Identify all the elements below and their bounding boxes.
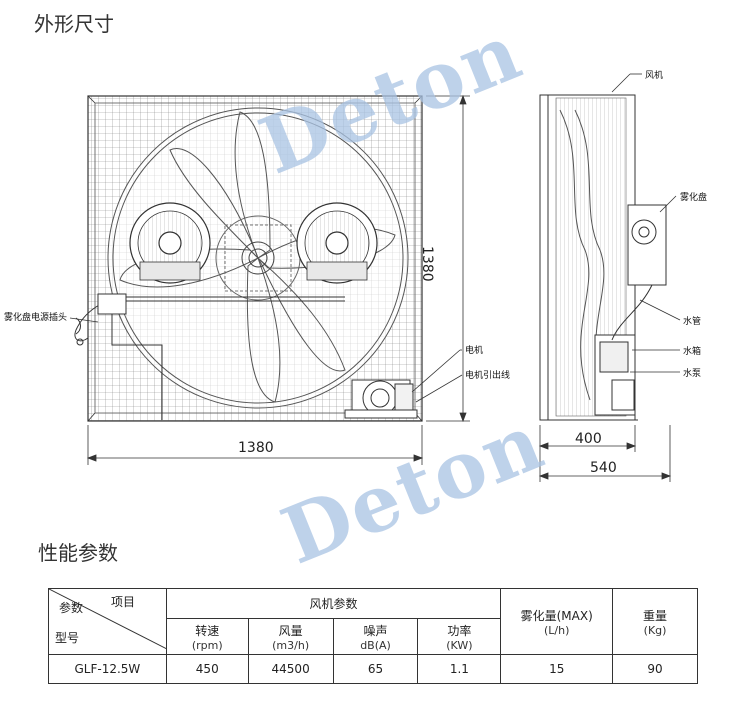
corner-cell: 项目 参数 型号 <box>48 588 167 655</box>
front-view-drawing <box>69 73 681 482</box>
callout-water-pump: 水泵 <box>683 369 702 379</box>
dim-front-height <box>426 94 470 423</box>
callout-water-pipe: 水管 <box>683 317 702 327</box>
cell-noise: 65 <box>332 654 419 684</box>
col-airflow: 风量(m3/h) <box>247 618 334 655</box>
col-noise-unit: dB(A) <box>360 638 391 652</box>
corner-model: 型号 <box>55 631 80 645</box>
dim-depth-inner-label: 400 <box>575 431 602 447</box>
dim-height-label: 1380 <box>419 246 435 282</box>
col-airflow-name: 风量 <box>278 623 303 638</box>
cell-speed: 450 <box>165 654 249 684</box>
atomizer-left <box>129 202 211 284</box>
dimensions-title: 外形尺寸 <box>34 12 114 36</box>
group-weight-label: 重量 <box>643 608 668 623</box>
callout-water-tank: 水箱 <box>683 347 702 357</box>
col-power: 功率(KW) <box>417 618 502 655</box>
side-view-drawing <box>539 94 667 421</box>
col-noise-name: 噪声 <box>363 623 388 638</box>
atomizer-right <box>296 202 378 284</box>
col-power-name: 功率 <box>447 623 472 638</box>
cell-airflow: 44500 <box>247 654 334 684</box>
support-bar <box>74 293 345 420</box>
group-atomize-unit: (L/h) <box>544 623 570 637</box>
col-speed-name: 转速 <box>195 623 220 638</box>
corner-items: 项目 <box>111 595 136 609</box>
group-fan: 风机参数 <box>165 588 502 619</box>
callout-motor-outlet: 电机引出线 <box>465 371 511 381</box>
group-atomize: 雾化量(MAX) (L/h) <box>500 588 614 655</box>
callout-atomizer-disk: 雾化盘 <box>680 193 708 203</box>
group-weight-unit: (Kg) <box>643 623 667 637</box>
cell-power: 1.1 <box>417 654 502 684</box>
table-row: GLF-12.5W 450 44500 65 1.1 15 90 <box>48 654 698 684</box>
spec-table: 项目 参数 型号 风机参数 雾化量(MAX) (L/h) 重量 (Kg) 转速(… <box>48 588 698 684</box>
performance-title: 性能参数 <box>38 541 118 565</box>
group-atomize-label: 雾化量(MAX) <box>520 608 593 623</box>
dim-front-width <box>86 425 424 465</box>
fan-impeller <box>107 107 409 409</box>
cell-atomize: 15 <box>500 654 614 684</box>
dim-depth-outer-label: 540 <box>590 460 617 476</box>
col-speed-unit: (rpm) <box>191 638 223 652</box>
motor-front <box>344 379 418 419</box>
col-power-unit: (KW) <box>446 638 473 652</box>
callout-motor: 电机 <box>465 346 484 356</box>
group-weight: 重量 (Kg) <box>612 588 698 655</box>
col-speed: 转速(rpm) <box>165 618 249 655</box>
dim-width-label: 1380 <box>238 440 274 456</box>
col-airflow-unit: (m3/h) <box>272 638 310 652</box>
corner-params: 参数 <box>59 601 84 615</box>
cell-weight: 90 <box>612 654 698 684</box>
callout-fan-frame: 风机 <box>645 71 664 81</box>
callout-nozzle-power: 雾化盘电源插头 <box>4 313 68 323</box>
cell-model: GLF-12.5W <box>48 654 167 684</box>
dim-side-depth <box>538 425 672 482</box>
